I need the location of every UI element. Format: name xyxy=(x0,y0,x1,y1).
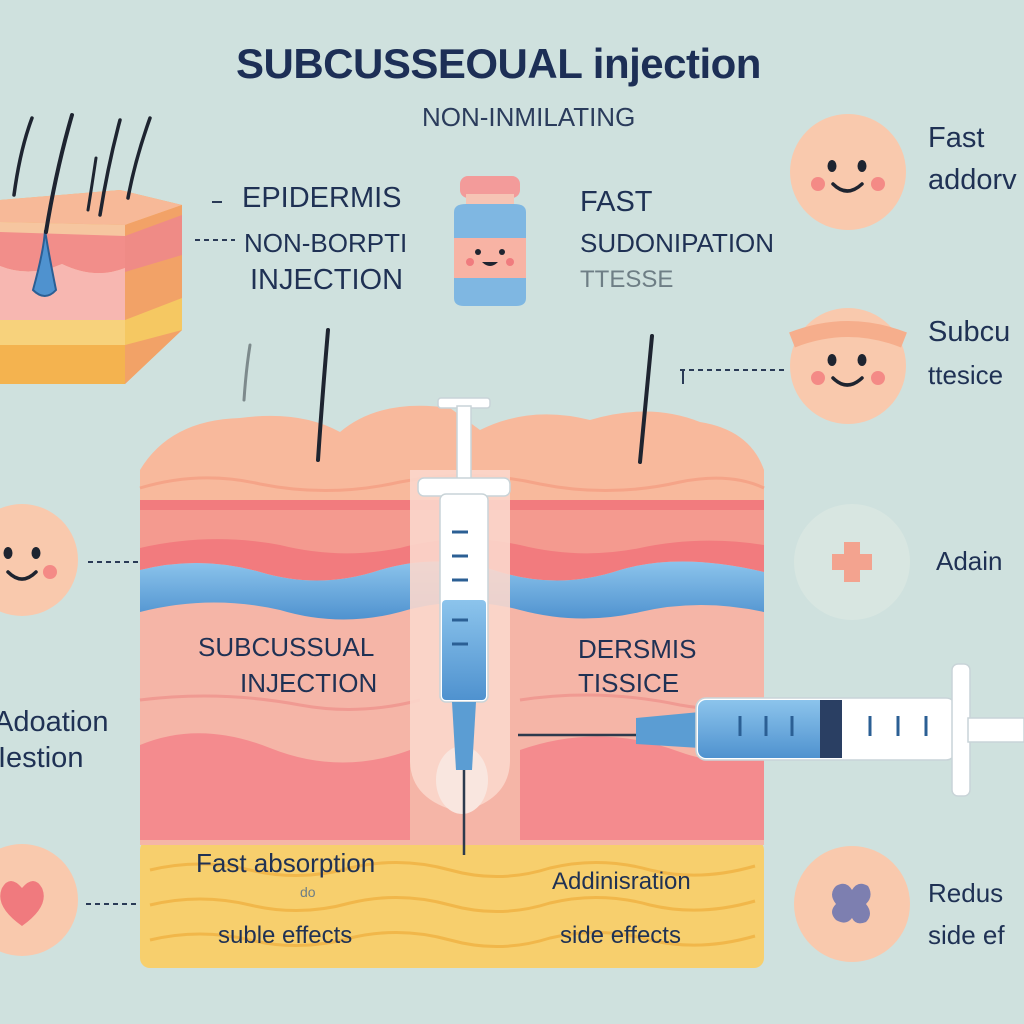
vertical-syringe-icon xyxy=(417,397,511,855)
plus-icon-adain xyxy=(794,504,910,620)
ttesse-label: TTESSE xyxy=(580,266,674,293)
page-title: SUBCUSSEOUAL injection xyxy=(236,40,761,87)
right-item-1-line2: addorv xyxy=(928,164,1017,196)
fat-right-line2: side effects xyxy=(560,922,681,949)
medicine-bottle-icon xyxy=(454,176,526,306)
fast-label: FAST xyxy=(580,186,653,218)
skin-block-small-icon xyxy=(0,113,182,384)
page-subtitle: NON-INMILATING xyxy=(422,102,636,132)
left-item-line1: Adoation xyxy=(0,706,109,738)
tissue-left-line1: SUBCUSSUAL xyxy=(198,632,375,662)
horizontal-syringe-icon xyxy=(518,663,1024,797)
tissue-right-line1: DERSMIS xyxy=(578,634,697,664)
left-item-line2: Iestion xyxy=(0,742,84,774)
sudonipation-label: SUDONIPATION xyxy=(580,228,775,258)
face-icon-subcu xyxy=(789,308,907,424)
right-item-1-line1: Fast xyxy=(928,122,985,154)
tissue-left-line2: INJECTION xyxy=(240,668,378,698)
face-icon-left xyxy=(0,504,78,616)
fat-left-line2: do xyxy=(300,884,316,900)
right-item-4-line2: side ef xyxy=(928,920,1005,950)
fat-left-line1: Fast absorption xyxy=(196,848,376,878)
right-item-2-line2: ttesice xyxy=(928,360,1004,390)
fat-right-line1: Addinisration xyxy=(552,868,691,895)
epidermis-label: EPIDERMIS xyxy=(242,182,402,214)
right-item-4-line1: Redus xyxy=(928,878,1004,908)
right-item-2-line1: Subcu xyxy=(928,316,1011,348)
right-item-3-line1: Adain xyxy=(936,546,1003,576)
epidermis-sublabel: NON-BORPTI xyxy=(244,228,408,258)
tissue-right-line2: TISSICE xyxy=(578,668,680,698)
medicine-icon-reduce xyxy=(794,846,910,962)
injection-label: INJECTION xyxy=(250,264,404,296)
heart-icon xyxy=(0,844,78,956)
fat-left-line3: suble effects xyxy=(218,922,353,949)
face-icon-fast xyxy=(790,114,906,230)
